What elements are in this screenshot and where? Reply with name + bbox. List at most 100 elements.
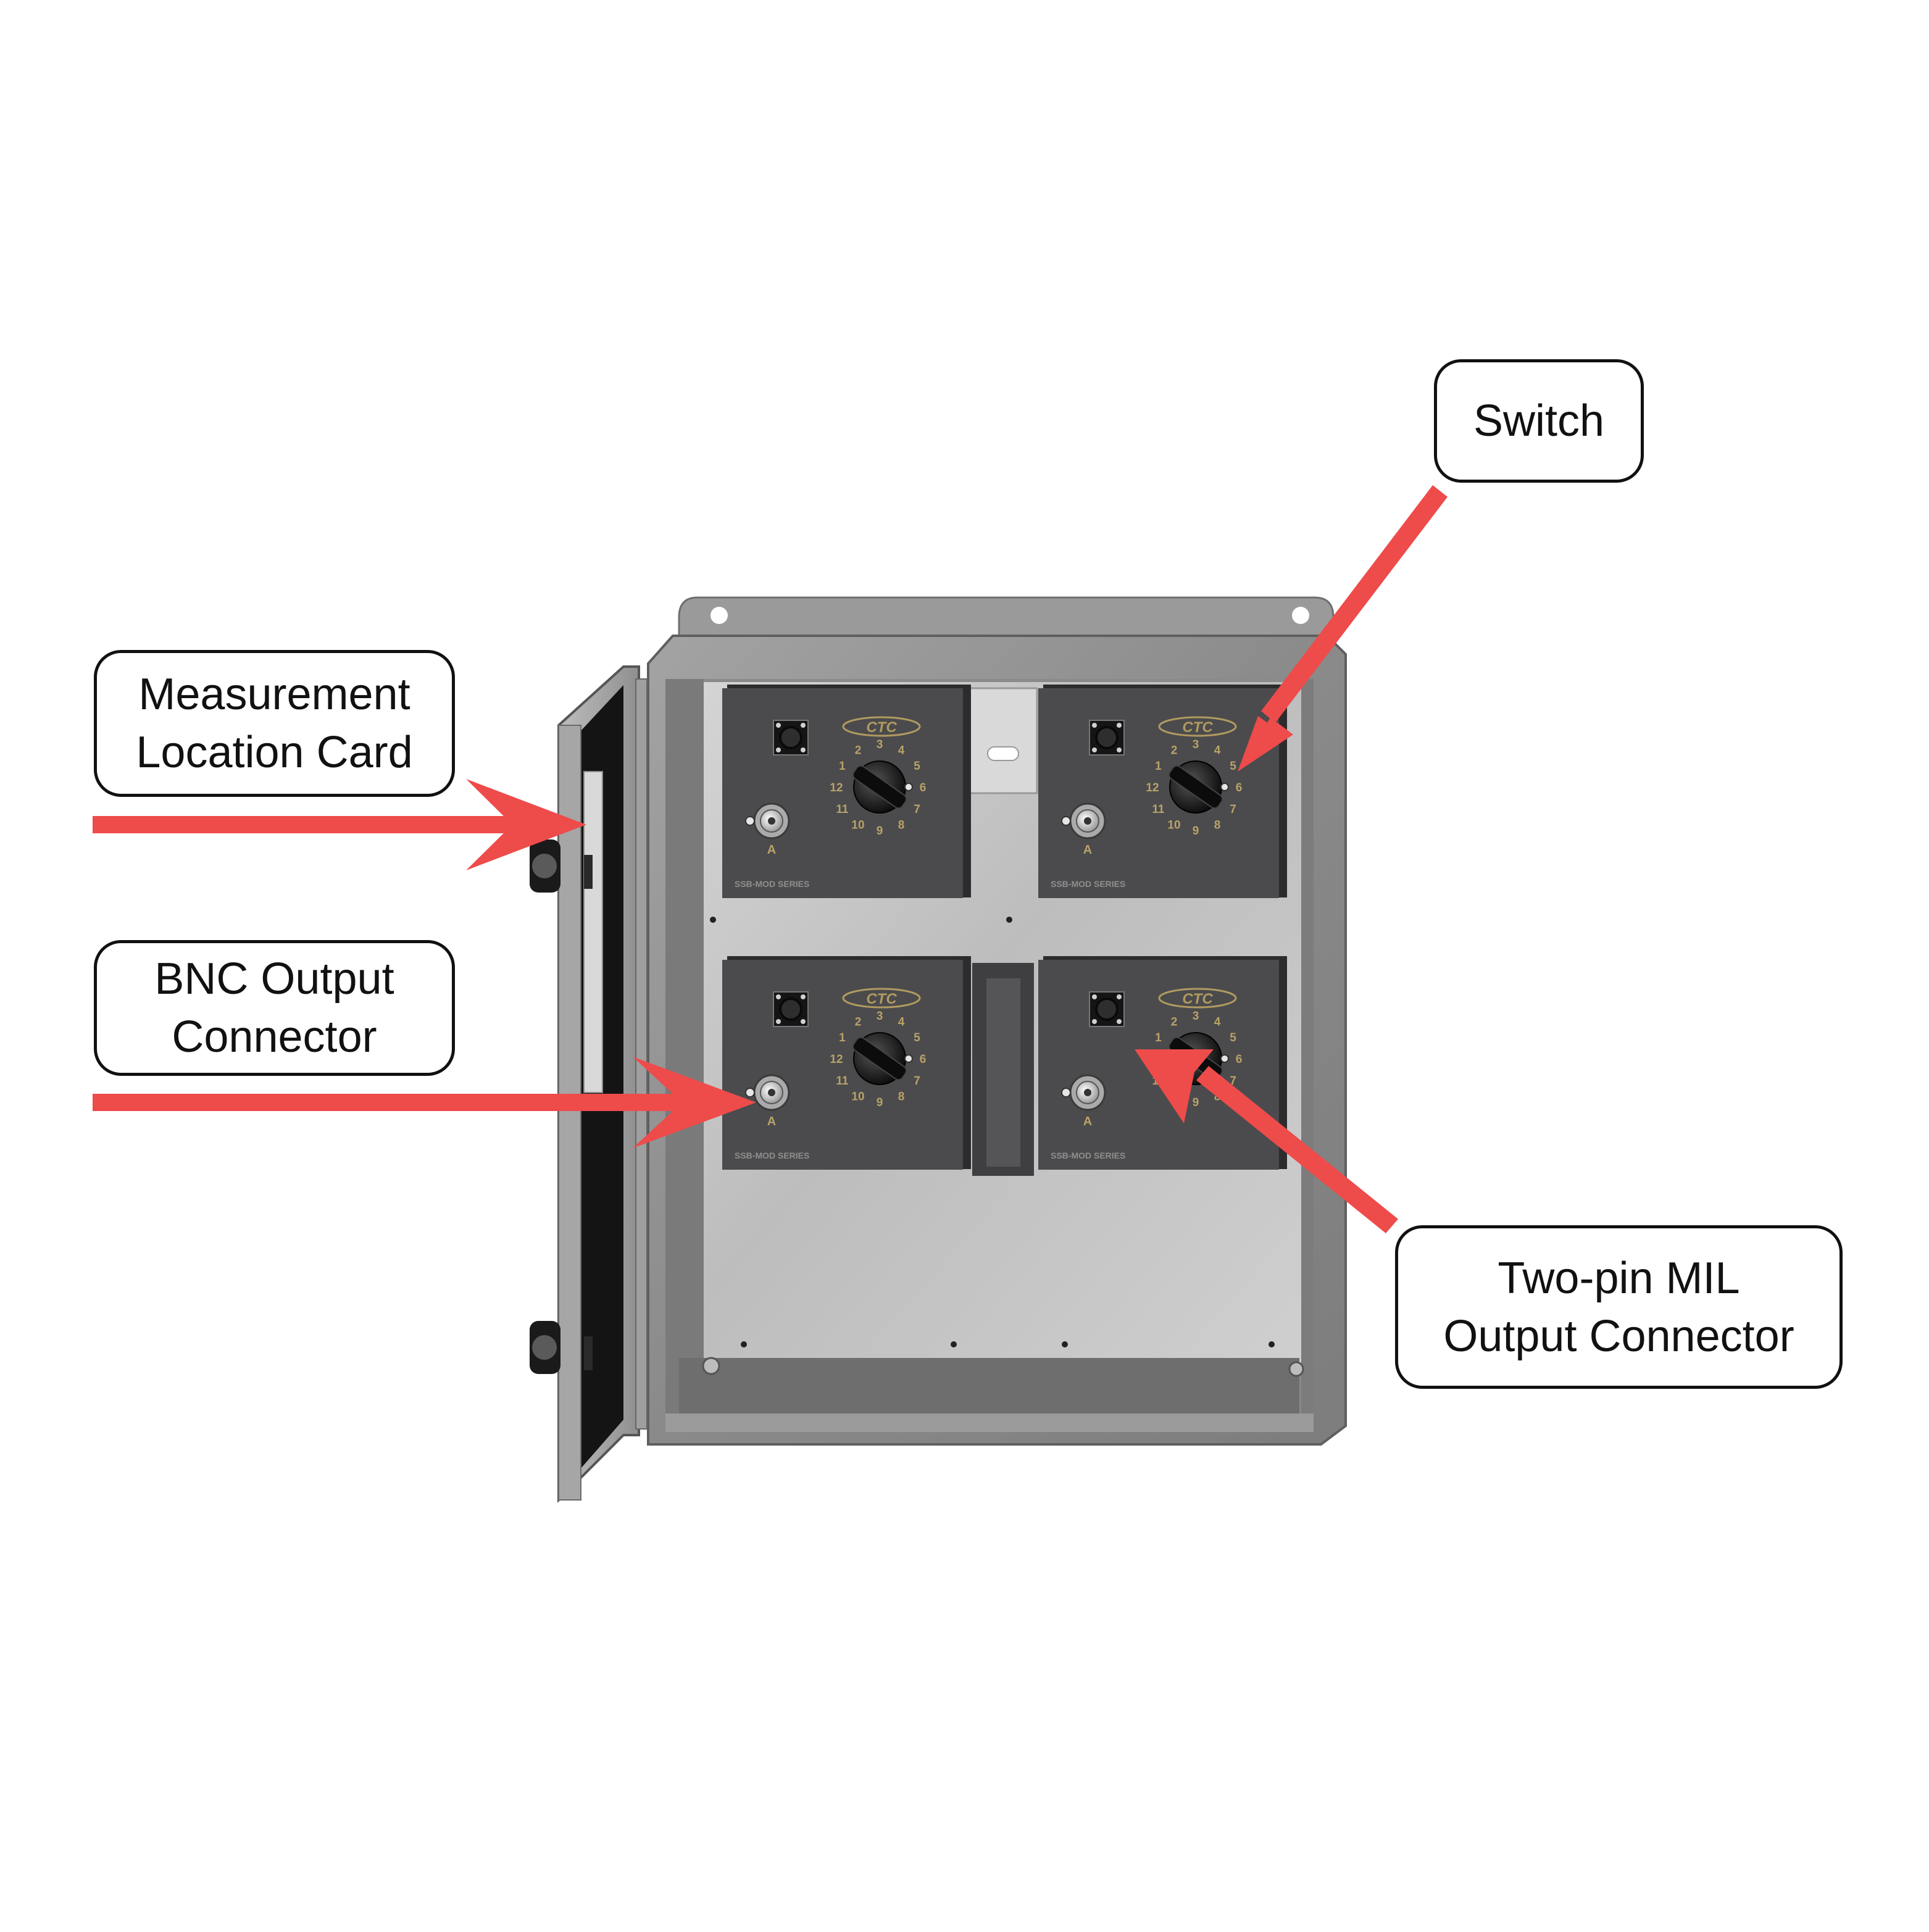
mil-connector-screw (1117, 994, 1122, 999)
mil-connector-screw (776, 1019, 781, 1024)
mil-connector-screw (801, 723, 806, 728)
callout-arrows (93, 485, 1448, 1233)
bnc-mount-screw (1061, 816, 1071, 826)
rotary-switch-pointer (852, 1036, 907, 1081)
mil-connector-socket (779, 726, 802, 749)
mil-connector-screw (1092, 1019, 1097, 1024)
dial-position-label: 11 (1152, 803, 1165, 816)
ground-stud (1288, 1361, 1304, 1377)
module-panel (722, 960, 963, 1170)
callout-line: Measurement (138, 670, 410, 719)
callout-measurement-location-card: Measurement Location Card (94, 650, 455, 797)
dial-position-label: 3 (877, 1010, 883, 1023)
mil-connector-screw (776, 723, 781, 728)
ground-stud (702, 1357, 720, 1375)
dial-position-label: 12 (1146, 781, 1159, 794)
cable-duct-cover (986, 978, 1020, 1167)
plate-holes (710, 917, 1275, 1347)
dial-position-label: 8 (898, 1091, 905, 1104)
bottom-lip (665, 1414, 1314, 1432)
brand-logo: CTC (1182, 991, 1213, 1007)
dial-position-label: 4 (898, 1015, 905, 1028)
bnc-connector-pin (1084, 817, 1091, 825)
dial-position-label: 8 (898, 819, 905, 832)
dial-position-label: 5 (914, 760, 920, 773)
mil-connector-screw (1092, 747, 1097, 752)
mil-connector-socket (1095, 997, 1119, 1021)
door-latch-top (530, 839, 593, 893)
bnc-mount-screw (745, 816, 755, 826)
din-rail-slot (987, 746, 1019, 761)
dial-position-label: 6 (920, 1053, 927, 1066)
mil-connector-screw (1092, 994, 1097, 999)
mil-connector-screw (1092, 723, 1097, 728)
dial-position-label: 9 (1193, 825, 1199, 838)
switch-mount-screw (1220, 1054, 1229, 1063)
dial-position-label: 12 (830, 1053, 843, 1066)
connector-label: A (767, 843, 776, 857)
mil-connector-screw (801, 994, 806, 999)
callout-line: Connector (172, 1012, 377, 1062)
dial-position-label: 3 (1193, 738, 1199, 751)
dial-position-label: 4 (1214, 1015, 1221, 1028)
mil-connector-screw (1117, 723, 1122, 728)
brand-logo: CTC (866, 719, 897, 736)
callout-two-pin-mil-output-connector: Two-pin MIL Output Connector (1395, 1225, 1843, 1389)
dial-position-label: 1 (839, 1031, 846, 1044)
dial-position-label: 6 (1236, 1053, 1243, 1066)
callout-line: Output Connector (1443, 1311, 1794, 1361)
mil-connector-screw (801, 747, 806, 752)
din-rail (968, 687, 1038, 794)
mil-connector-screw (801, 1019, 806, 1024)
dial-position-label: 9 (877, 825, 883, 838)
brand-logo: CTC (1182, 719, 1213, 736)
dial-position-label: 10 (1167, 819, 1180, 832)
switch-mount-screw (904, 1054, 913, 1063)
dial-position-label: 4 (1214, 744, 1221, 757)
arrow-switch (1238, 485, 1448, 772)
dial-position-label: 6 (920, 781, 927, 794)
dial-position-label: 12 (830, 781, 843, 794)
dial-position-label: 10 (851, 1091, 864, 1104)
mounting-hole (1292, 607, 1309, 624)
bnc-mount-screw (745, 1088, 755, 1097)
brand-logo-ring (842, 716, 921, 737)
bnc-connector-pin (1084, 1089, 1091, 1096)
rotary-switch-pointer (852, 765, 907, 809)
inner-left-wall (665, 679, 704, 1432)
brand-logo-ring (1158, 988, 1237, 1009)
switch-mount-screw (1220, 783, 1229, 791)
arrow-two-pin-mil-output-connector (1135, 1049, 1398, 1233)
connector-label: A (1083, 843, 1092, 857)
series-label: SSB-MOD SERIES (735, 1151, 809, 1160)
door-edge (558, 725, 581, 1501)
callout-bnc-output-connector: BNC Output Connector (94, 940, 455, 1076)
dial-position-label: 4 (898, 744, 905, 757)
module-panel (1038, 688, 1279, 898)
dial-position-label: 8 (1214, 819, 1221, 832)
arrow-measurement-location-card (93, 779, 586, 870)
dial-position-label: 7 (1230, 803, 1236, 816)
arrow-bnc-output-connector (93, 1057, 756, 1148)
switch-mount-screw (904, 783, 913, 791)
dial-position-label: 2 (1171, 1015, 1178, 1028)
callout-line: Two-pin MIL (1498, 1253, 1740, 1303)
dial-position-label: 2 (1171, 744, 1178, 757)
bottom-ledge (679, 1358, 1299, 1414)
rotary-switch-pointer (1168, 765, 1223, 809)
dial-position-label: 2 (855, 1015, 862, 1028)
bnc-connector-pin (768, 1089, 775, 1096)
brand-logo-ring (842, 988, 921, 1009)
dial-position-label: 11 (836, 803, 849, 816)
inner-right-wall (1301, 679, 1314, 1432)
bnc-connector-pin (768, 817, 775, 825)
callout-switch: Switch (1434, 359, 1644, 483)
mil-connector-socket (1095, 726, 1119, 749)
series-label: SSB-MOD SERIES (1051, 879, 1125, 889)
connector-label: A (767, 1115, 776, 1128)
